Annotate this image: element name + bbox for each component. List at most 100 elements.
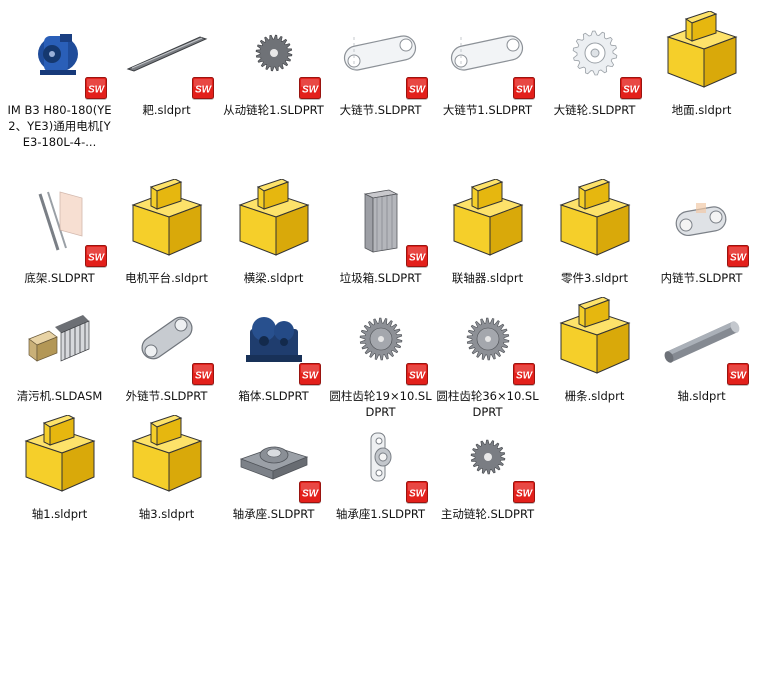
solidworks-badge-icon: SW	[405, 481, 428, 503]
file-item[interactable]: SW 内链节.SLDPRT	[648, 174, 755, 344]
file-item[interactable]: SW 圆柱齿轮36×10.SLDPRT	[434, 292, 541, 462]
generic-part-icon	[232, 179, 316, 263]
file-item[interactable]: 清污机.SLDASM	[6, 292, 113, 462]
file-name-label: 内链节.SLDPRT	[660, 271, 743, 285]
file-item[interactable]: SW 轴承座1.SLDPRT	[327, 410, 434, 580]
svg-text:SW: SW	[729, 371, 747, 382]
svg-text:SW: SW	[408, 253, 426, 264]
file-item[interactable]: SW 大链节1.SLDPRT	[434, 6, 541, 176]
file-item[interactable]: 电机平台.sldprt	[113, 174, 220, 344]
file-name-label: 外链节.SLDPRT	[125, 389, 208, 403]
file-thumbnail: SW	[122, 294, 214, 385]
generic-part-icon	[125, 179, 209, 263]
file-item[interactable]: 轴3.sldprt	[113, 410, 220, 580]
solidworks-badge-icon: SW	[512, 363, 535, 385]
generic-part-icon	[660, 11, 744, 95]
file-item[interactable]: SW 圆柱齿轮19×10.SLDPRT	[327, 292, 434, 462]
file-item[interactable]: SW 轴承座.SLDPRT	[220, 410, 327, 580]
trash-bin-icon	[359, 186, 403, 256]
file-thumbnail: SW	[443, 294, 535, 385]
file-item[interactable]: 栅条.sldprt	[541, 292, 648, 462]
file-item[interactable]: 地面.sldprt	[648, 6, 755, 176]
generic-part-icon	[18, 415, 102, 499]
file-thumbnail	[657, 8, 747, 98]
file-name-label: 栅条.sldprt	[564, 389, 625, 403]
file-item[interactable]: SW 轴.sldprt	[648, 292, 755, 462]
outer-chain-link-icon	[135, 311, 199, 367]
file-thumbnail: SW	[657, 176, 749, 267]
file-thumbnail: SW	[229, 8, 321, 99]
file-name-label: 轴.sldprt	[677, 389, 726, 403]
file-item[interactable]: SW 垃圾箱.SLDPRT	[327, 174, 434, 344]
file-item[interactable]: SW 底架.SLDPRT	[6, 174, 113, 344]
file-item[interactable]: SW 箱体.SLDPRT	[220, 292, 327, 462]
file-thumbnail	[229, 176, 319, 266]
svg-text:SW: SW	[301, 85, 319, 96]
file-name-label: 轴3.sldprt	[138, 507, 195, 521]
file-thumbnail: SW	[122, 8, 214, 99]
file-name-label: IM B3 H80-180(YE2、YE3)通用电机[YE3-180L-4-..…	[7, 103, 112, 149]
file-item[interactable]: SW 主动链轮.SLDPRT	[434, 410, 541, 580]
file-name-label: 电机平台.sldprt	[125, 271, 208, 285]
file-item[interactable]: SW 外链节.SLDPRT	[113, 292, 220, 462]
solidworks-badge-icon: SW	[726, 363, 749, 385]
svg-text:SW: SW	[515, 489, 533, 500]
file-grid: SW IM B3 H80-180(YE2、YE3)通用电机[YE3-180L-4…	[6, 6, 758, 674]
file-item[interactable]: SW 耙.sldprt	[113, 6, 220, 176]
file-name-label: 大链节.SLDPRT	[339, 103, 422, 117]
assembly-icon	[25, 309, 95, 369]
gearbox-housing-icon	[244, 311, 304, 367]
file-item[interactable]: 横梁.sldprt	[220, 174, 327, 344]
svg-text:SW: SW	[301, 489, 319, 500]
solidworks-badge-icon: SW	[191, 363, 214, 385]
file-thumbnail: SW	[15, 176, 107, 267]
file-item[interactable]: 联轴器.sldprt	[434, 174, 541, 344]
file-item[interactable]: 零件3.sldprt	[541, 174, 648, 344]
file-name-label: 主动链轮.SLDPRT	[440, 507, 535, 521]
file-thumbnail	[122, 412, 212, 502]
svg-text:SW: SW	[194, 371, 212, 382]
motor-icon	[30, 28, 90, 78]
file-name-label: 清污机.SLDASM	[16, 389, 103, 403]
file-name-label: 箱体.SLDPRT	[238, 389, 309, 403]
file-thumbnail	[550, 294, 640, 384]
spur-gear-icon	[357, 315, 405, 363]
svg-text:SW: SW	[515, 371, 533, 382]
svg-text:SW: SW	[408, 489, 426, 500]
driven-sprocket-icon	[254, 28, 294, 78]
file-item[interactable]: SW IM B3 H80-180(YE2、YE3)通用电机[YE3-180L-4…	[6, 6, 113, 176]
file-name-label: 圆柱齿轮36×10.SLDPRT	[436, 389, 539, 419]
file-thumbnail: SW	[336, 412, 428, 503]
file-thumbnail: SW	[229, 412, 321, 503]
file-name-label: 耙.sldprt	[142, 103, 191, 117]
file-item[interactable]: SW 大链轮.SLDPRT	[541, 6, 648, 176]
rake-bar-icon	[126, 33, 208, 73]
svg-text:SW: SW	[408, 371, 426, 382]
file-name-label: 轴1.sldprt	[31, 507, 88, 521]
base-frame-icon	[30, 186, 90, 256]
generic-part-icon	[553, 179, 637, 263]
generic-part-icon	[446, 179, 530, 263]
file-name-label: 轴承座.SLDPRT	[232, 507, 315, 521]
file-name-label: 大链节1.SLDPRT	[442, 103, 533, 117]
file-name-label: 联轴器.sldprt	[451, 271, 524, 285]
file-thumbnail: SW	[336, 8, 428, 99]
solidworks-badge-icon: SW	[84, 245, 107, 267]
file-item[interactable]: SW 从动链轮1.SLDPRT	[220, 6, 327, 176]
svg-text:SW: SW	[301, 371, 319, 382]
file-thumbnail: SW	[15, 8, 107, 99]
file-thumbnail	[122, 176, 212, 266]
file-thumbnail: SW	[336, 176, 428, 267]
inner-chain-link-icon	[670, 201, 734, 241]
solidworks-badge-icon: SW	[726, 245, 749, 267]
solidworks-badge-icon: SW	[405, 363, 428, 385]
file-thumbnail: SW	[443, 412, 535, 503]
svg-text:SW: SW	[194, 85, 212, 96]
file-thumbnail: SW	[550, 8, 642, 99]
file-name-label: 零件3.sldprt	[561, 271, 628, 285]
file-name-label: 底架.SLDPRT	[24, 271, 95, 285]
file-item[interactable]: 轴1.sldprt	[6, 410, 113, 580]
file-item[interactable]: SW 大链节.SLDPRT	[327, 6, 434, 176]
svg-text:SW: SW	[729, 253, 747, 264]
file-thumbnail	[443, 176, 533, 266]
